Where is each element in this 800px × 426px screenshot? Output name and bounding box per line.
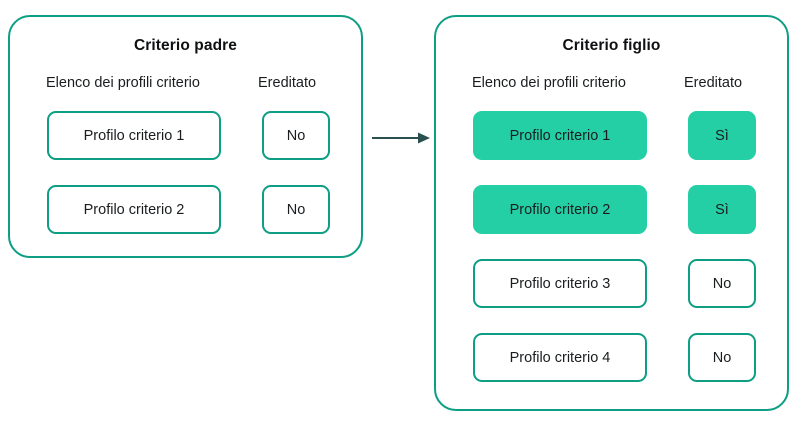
panel-criterio-padre: Criterio padre Elenco dei profili criter… — [8, 15, 363, 258]
column-headers: Elenco dei profili criterio Ereditato — [436, 75, 787, 97]
inherited-chip[interactable]: No — [262, 185, 330, 234]
panel-title: Criterio figlio — [562, 37, 661, 54]
inherited-chip[interactable]: No — [688, 259, 756, 308]
inherited-chip[interactable]: Sì — [688, 111, 756, 160]
table-row: Profilo criterio 1 Sì — [436, 111, 787, 160]
arrow-right-icon — [372, 130, 432, 146]
column-header-inherited: Ereditato — [258, 75, 317, 91]
inherited-chip[interactable]: No — [262, 111, 330, 160]
profile-chip[interactable]: Profilo criterio 2 — [47, 185, 221, 234]
column-header-inherited: Ereditato — [684, 75, 743, 91]
column-header-profiles: Elenco dei profili criterio — [46, 75, 200, 91]
profile-chip[interactable]: Profilo criterio 1 — [473, 111, 647, 160]
inherited-chip[interactable]: No — [688, 333, 756, 382]
criteria-rows: Profilo criterio 1 Sì Profilo criterio 2… — [436, 111, 787, 382]
table-row: Profilo criterio 4 No — [436, 333, 787, 382]
profile-chip[interactable]: Profilo criterio 1 — [47, 111, 221, 160]
table-row: Profilo criterio 3 No — [436, 259, 787, 308]
table-row: Profilo criterio 2 Sì — [436, 185, 787, 234]
panel-criterio-figlio: Criterio figlio Elenco dei profili crite… — [434, 15, 789, 411]
panel-title: Criterio padre — [133, 37, 238, 54]
profile-chip[interactable]: Profilo criterio 2 — [473, 185, 647, 234]
profile-chip[interactable]: Profilo criterio 4 — [473, 333, 647, 382]
column-headers: Elenco dei profili criterio Ereditato — [10, 75, 361, 97]
table-row: Profilo criterio 2 No — [10, 185, 361, 234]
inherited-chip[interactable]: Sì — [688, 185, 756, 234]
criteria-rows: Profilo criterio 1 No Profilo criterio 2… — [10, 111, 361, 234]
column-header-profiles: Elenco dei profili criterio — [472, 75, 626, 91]
table-row: Profilo criterio 1 No — [10, 111, 361, 160]
profile-chip[interactable]: Profilo criterio 3 — [473, 259, 647, 308]
